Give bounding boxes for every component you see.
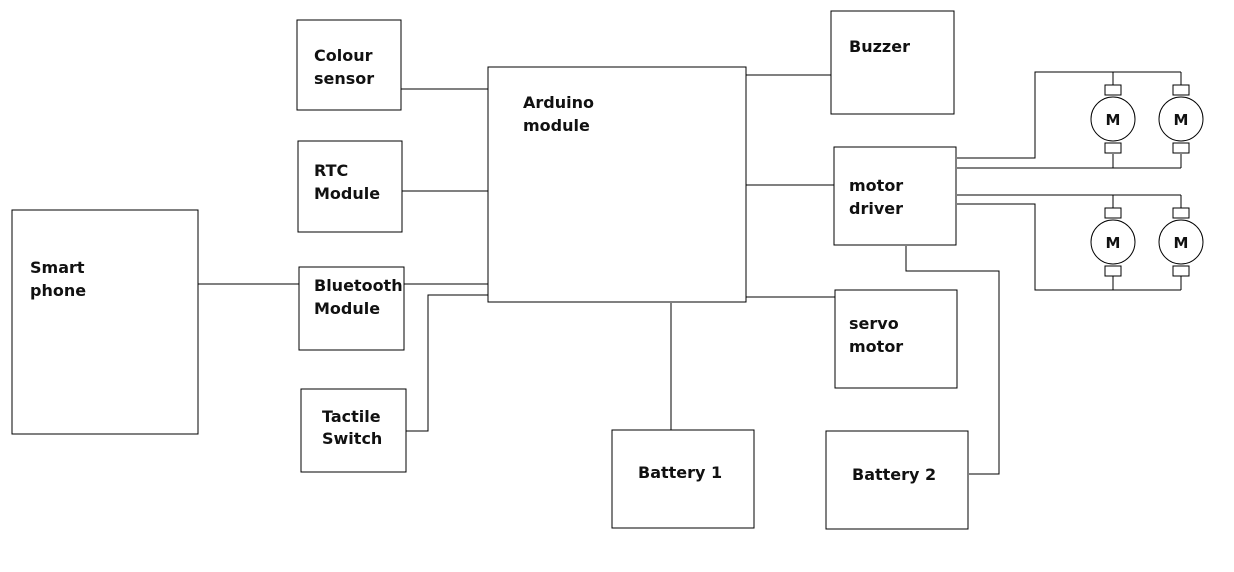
dc-motor-icon: M [1090, 84, 1136, 154]
block-smartphone: Smart phone [11, 209, 199, 435]
servo-label-line1: servo [849, 314, 899, 333]
colour-sensor-label-line2: sensor [314, 69, 374, 88]
motor-symbol-label: M [1174, 234, 1189, 252]
block-rtc-module: RTC Module [297, 140, 403, 233]
smartphone-label-line1: Smart [30, 258, 85, 277]
rtc-label-line1: RTC [314, 161, 348, 180]
motor-driver-label-line2: driver [849, 199, 903, 218]
motor-symbol-label: M [1174, 111, 1189, 129]
motor-symbol-label: M [1106, 111, 1121, 129]
servo-label-line2: motor [849, 337, 903, 356]
bluetooth-label-line2: Module [314, 299, 380, 318]
block-battery-1: Battery 1 [611, 429, 755, 529]
dc-motor-icon: M [1090, 207, 1136, 277]
wire-driver-upper-motors-a [957, 71, 1181, 159]
wire-tactile-switch-arduino [406, 294, 488, 432]
block-motor-driver: motor driver [833, 146, 957, 246]
block-buzzer: Buzzer [830, 10, 955, 115]
motor-driver-label-line1: motor [849, 176, 903, 195]
motor-symbol-label: M [1106, 234, 1121, 252]
battery2-label: Battery 2 [852, 465, 936, 484]
battery1-label: Battery 1 [638, 463, 722, 482]
wire-motor-driver-battery2 [905, 246, 1000, 475]
block-arduino-module: Arduino module [487, 66, 747, 303]
tactile-switch-label-line2: Switch [322, 429, 382, 448]
dc-motor-icon: M [1158, 207, 1204, 277]
tactile-switch-label-line1: Tactile [322, 407, 381, 426]
buzzer-label: Buzzer [849, 37, 910, 56]
arduino-label-line2: module [523, 116, 590, 135]
colour-sensor-label-line1: Colour [314, 46, 373, 65]
rtc-label-line2: Module [314, 184, 380, 203]
dc-motor-icon: M [1158, 84, 1204, 154]
smartphone-label-line2: phone [30, 281, 86, 300]
block-colour-sensor: Colour sensor [296, 19, 402, 111]
block-servo-motor: servo motor [834, 289, 958, 389]
block-battery-2: Battery 2 [825, 430, 969, 530]
bluetooth-label-line1: Bluetooth [314, 276, 403, 295]
block-tactile-switch: Tactile Switch [300, 388, 407, 473]
arduino-label-line1: Arduino [523, 93, 594, 112]
wire-driver-lower-motors-b [957, 203, 1181, 291]
block-bluetooth-module: Bluetooth Module [298, 266, 405, 351]
connections [198, 71, 1182, 475]
